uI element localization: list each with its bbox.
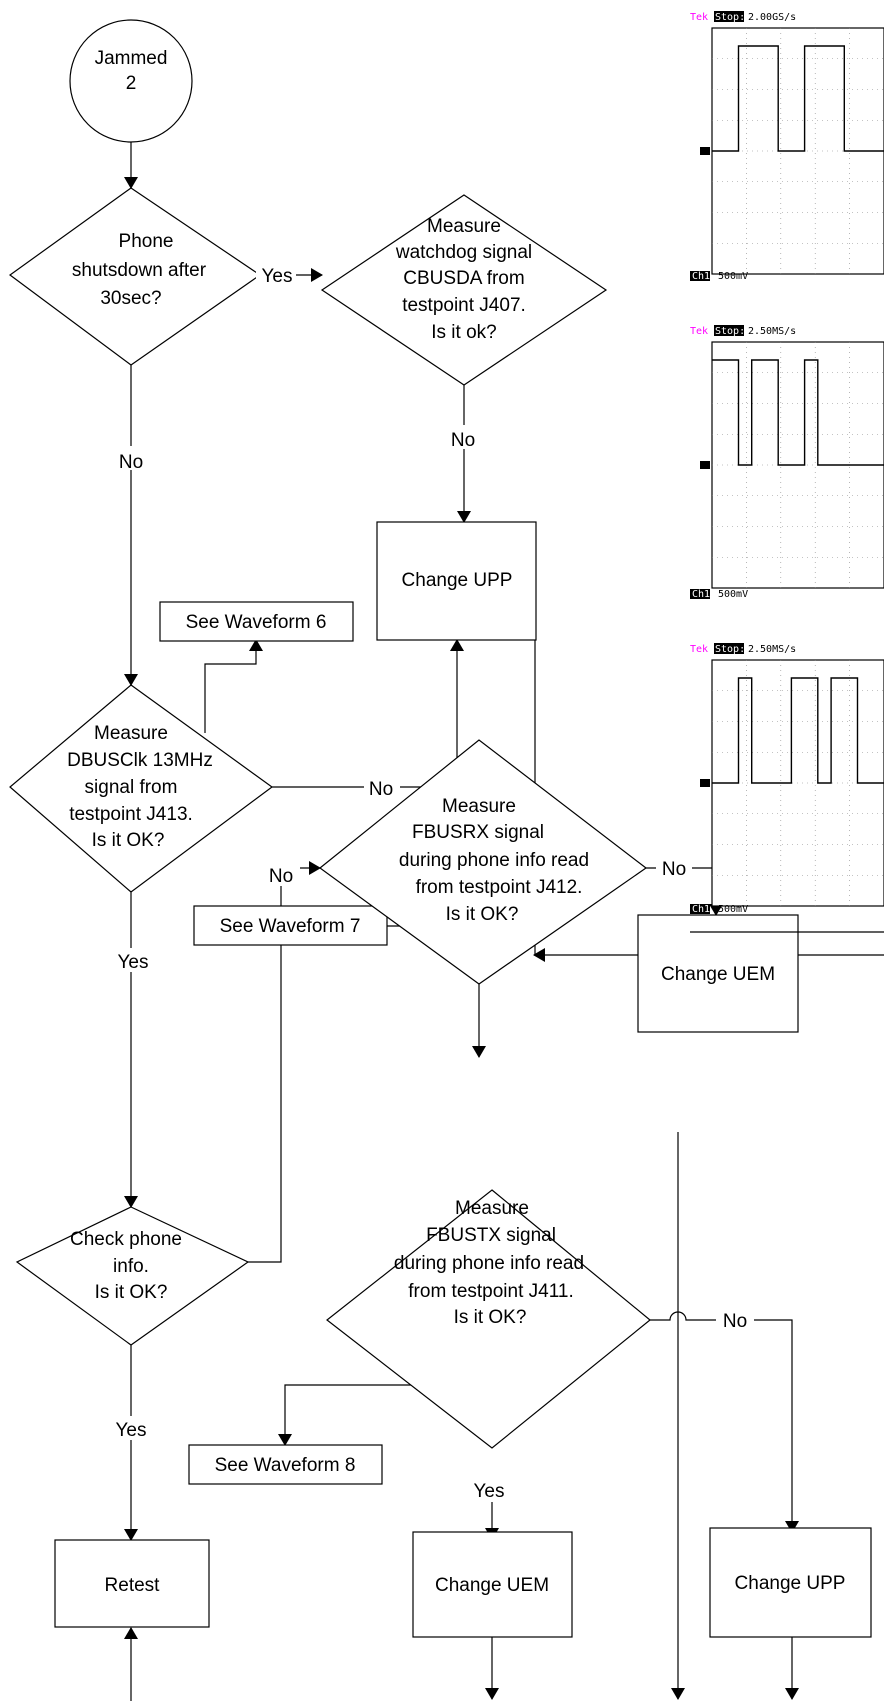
decision-check-info: Check phone info. Is it OK?	[15, 1206, 250, 1346]
box-change-upp-2-label: Change UPP	[735, 1573, 846, 1594]
box-change-uem-2: Change UEM	[412, 1531, 573, 1638]
scope-1-state: Stop:	[715, 12, 745, 23]
start-node-label-2: 2	[126, 73, 137, 94]
decision-fbustx: Measure FBUSTX signal during phone info …	[326, 1189, 651, 1449]
decision-dbusclk-line-2: DBUSClk 13MHz	[67, 750, 213, 771]
decision-dbusclk-line-3: signal from	[85, 777, 178, 798]
decision-dbusclk-line-5: Is it OK?	[92, 830, 165, 851]
edge-label-no-watchdog: No	[451, 430, 475, 451]
scope-2-trace	[712, 359, 884, 466]
edge-fbustx-no-upp	[650, 1311, 799, 1533]
decision-dbusclk-line-1: Measure	[94, 723, 168, 744]
waveform-7-label: See Waveform 7	[220, 916, 361, 937]
decision-dbusclk-line-4: testpoint J413.	[69, 804, 193, 825]
box-change-uem-1: Change UEM	[637, 914, 799, 1033]
box-change-uem-2-label: Change UEM	[435, 1575, 549, 1596]
box-change-uem-1-label: Change UEM	[661, 964, 775, 985]
decision-fbusrx-line-2: FBUSRX signal	[412, 822, 544, 843]
scope-3-channel: Ch1	[692, 904, 710, 915]
decision-fbusrx-line-5: Is it OK?	[446, 904, 519, 925]
decision-dbusclk: Measure DBUSClk 13MHz signal from testpo…	[9, 684, 274, 893]
edge-label-no-fbusrx: No	[662, 859, 686, 880]
box-retest: Retest	[54, 1539, 210, 1628]
decision-fbustx-line-2: FBUSTX signal	[426, 1225, 556, 1246]
box-waveform-8: See Waveform 8	[188, 1444, 383, 1485]
scope-3-rate: 2.50MS/s	[748, 644, 796, 655]
edge-label-no-check: No	[269, 866, 293, 887]
decision-fbustx-line-5: Is it OK?	[454, 1307, 527, 1328]
decision-watchdog: Measure watchdog signal CBUSDA from test…	[320, 194, 608, 386]
oscilloscope-capture-3: Tek Stop: 2.50MS/s Ch1 500mV	[690, 643, 884, 915]
decision-fbusrx-line-4: from testpoint J412.	[416, 877, 583, 898]
oscilloscope-capture-2: Tek Stop: 2.50MS/s Ch1 500mV	[690, 325, 884, 600]
scope-3-brand: Tek	[690, 644, 708, 655]
start-node: Jammed 2	[69, 19, 193, 143]
edge-dbusclk-wf6	[204, 639, 263, 733]
decision-shutdown-line-1: Phone	[119, 231, 174, 252]
decision-fbustx-line-1: Measure	[455, 1198, 529, 1219]
decision-watchdog-line-1: Measure	[427, 216, 501, 237]
edge-label-yes-fbustx: Yes	[474, 1481, 505, 1502]
scope-3-graticule	[712, 660, 884, 906]
decision-fbustx-line-4: from testpoint J411.	[408, 1281, 573, 1302]
decision-check-line-3: Is it OK?	[95, 1282, 168, 1303]
waveform-8-label: See Waveform 8	[215, 1455, 356, 1476]
decision-fbustx-line-3: during phone info read	[394, 1253, 584, 1274]
box-retest-label: Retest	[105, 1575, 161, 1596]
scope-2-brand: Tek	[690, 326, 708, 337]
oscilloscope-capture-1: Tek Stop: 2.00GS/s Ch1 500mV	[690, 11, 884, 282]
edge-label-no-dbusclk: No	[369, 779, 393, 800]
scope-2-rate: 2.50MS/s	[748, 326, 796, 337]
scope-3-trace	[712, 677, 884, 784]
box-change-upp-1-label: Change UPP	[402, 570, 513, 591]
decision-watchdog-line-3: CBUSDA from	[403, 268, 524, 289]
scope-1-brand: Tek	[690, 12, 708, 23]
decision-shutdown-line-2: shutsdown after	[72, 260, 207, 281]
decision-check-line-1: Check phone	[70, 1229, 182, 1250]
edge-fbustx-wf8	[278, 1384, 417, 1446]
box-waveform-7: See Waveform 7	[193, 905, 388, 946]
edge-labels: Yes No No No Yes No No Yes No Yes	[112, 262, 754, 1502]
scope-2-state: Stop:	[715, 326, 745, 337]
scope-2-scale: 500mV	[718, 589, 748, 600]
edge-label-yes-shutdown: Yes	[262, 266, 293, 287]
decision-watchdog-line-4: testpoint J407.	[402, 295, 526, 316]
scope-3-scale: 500mV	[718, 904, 748, 915]
scope-1-ground-marker	[700, 147, 710, 155]
edge-label-yes-dbusclk: Yes	[118, 952, 149, 973]
decision-check-line-2: info.	[113, 1256, 149, 1277]
scope-3-state: Stop:	[715, 644, 745, 655]
scope-2-channel: Ch1	[692, 589, 710, 600]
scope-1-scale: 500mV	[718, 271, 748, 282]
decision-shutdown-line-3: 30sec?	[100, 288, 161, 309]
decision-watchdog-line-2: watchdog signal	[395, 242, 532, 263]
edge-label-yes-check: Yes	[116, 1420, 147, 1441]
decision-watchdog-line-5: Is it ok?	[431, 322, 496, 343]
waveform-6-label: See Waveform 6	[186, 612, 327, 633]
box-change-upp-1: Change UPP	[376, 521, 537, 641]
scope-1-channel: Ch1	[692, 271, 710, 282]
edge-label-no-fbustx: No	[723, 1311, 747, 1332]
scope-2-ground-marker	[700, 461, 710, 469]
decision-fbusrx: Measure FBUSRX signal during phone info …	[319, 739, 648, 985]
start-node-label-1: Jammed	[95, 48, 168, 69]
decision-fbusrx-line-1: Measure	[442, 796, 516, 817]
edge-dbusclk-no-upp	[272, 639, 464, 788]
scope-1-trace	[712, 45, 884, 152]
edge-check-no-fbusrx	[248, 861, 321, 1263]
scope-3-ground-marker	[700, 779, 710, 787]
box-change-upp-2: Change UPP	[709, 1527, 872, 1638]
decision-fbusrx-line-3: during phone info read	[399, 850, 589, 871]
scope-1-rate: 2.00GS/s	[748, 12, 796, 23]
box-waveform-6: See Waveform 6	[159, 601, 354, 642]
decision-shutdown: Phone shutsdown after 30sec?	[8, 187, 262, 366]
edge-label-no-shutdown: No	[119, 452, 143, 473]
